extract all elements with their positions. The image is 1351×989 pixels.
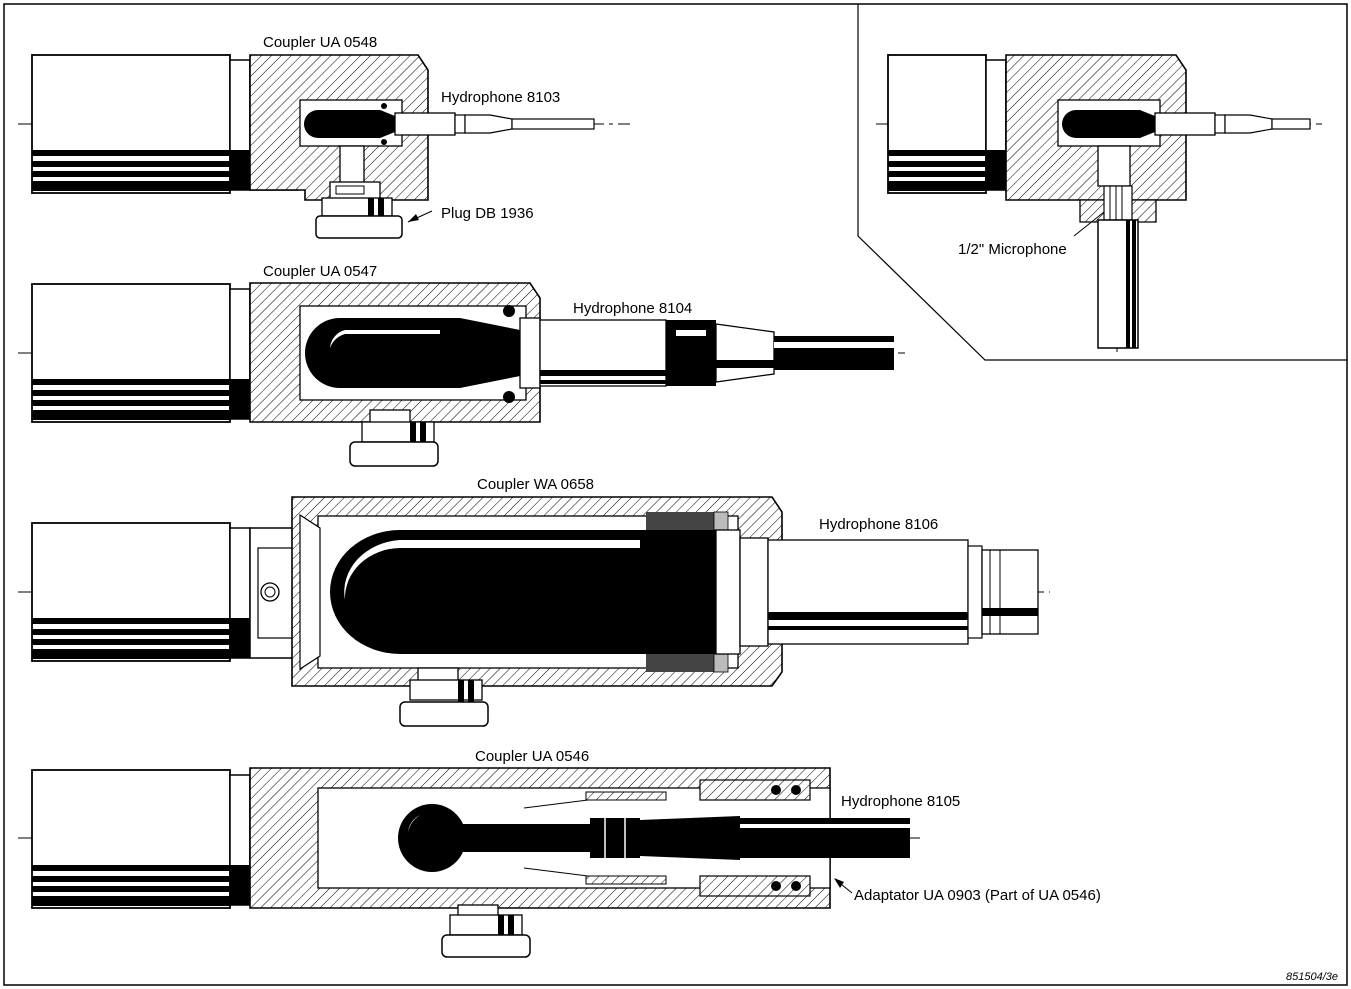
- assembly-ua0547: [18, 282, 905, 467]
- plug: [441, 904, 531, 958]
- assembly-ua0546: [18, 767, 920, 958]
- label-microphone: 1/2" Microphone: [958, 241, 1067, 258]
- figure-reference: 851504/3e: [1286, 971, 1338, 983]
- label-adaptator-ua0903: Adaptator UA 0903 (Part of UA 0546): [854, 887, 1101, 904]
- label-coupler-ua0547: Coupler UA 0547: [263, 263, 377, 280]
- assembly-wa0658: [18, 496, 1050, 727]
- plug: [399, 667, 489, 727]
- microphone-leader: [1073, 211, 1105, 237]
- label-hydrophone-8106: Hydrophone 8106: [819, 516, 938, 533]
- assembly-inset-microphone: [876, 54, 1322, 352]
- preamplifier-body: [31, 522, 299, 662]
- hydrophone-8106: [330, 529, 1039, 655]
- label-plug-db1936: Plug DB 1936: [441, 205, 534, 222]
- label-hydrophone-8105: Hydrophone 8105: [841, 793, 960, 810]
- inset-frame: [857, 4, 1347, 361]
- half-inch-microphone: [1097, 185, 1139, 349]
- hydrophone-8104: [305, 305, 894, 403]
- hydrophone-8103: [304, 103, 595, 145]
- coupler-body: [1005, 54, 1187, 223]
- assembly-ua0548: [18, 54, 630, 239]
- figure-frame: [3, 3, 1348, 986]
- label-hydrophone-8104: Hydrophone 8104: [573, 300, 692, 317]
- plug: [349, 409, 439, 467]
- label-hydrophone-8103: Hydrophone 8103: [441, 89, 560, 106]
- hydrophone-8105: [398, 799, 910, 877]
- label-coupler-ua0546: Coupler UA 0546: [475, 748, 589, 765]
- hydrophone-8103-inset: [1062, 110, 1311, 138]
- label-coupler-wa0658: Coupler WA 0658: [477, 476, 594, 493]
- label-coupler-ua0548: Coupler UA 0548: [263, 34, 377, 51]
- plug-db1936: [315, 181, 403, 239]
